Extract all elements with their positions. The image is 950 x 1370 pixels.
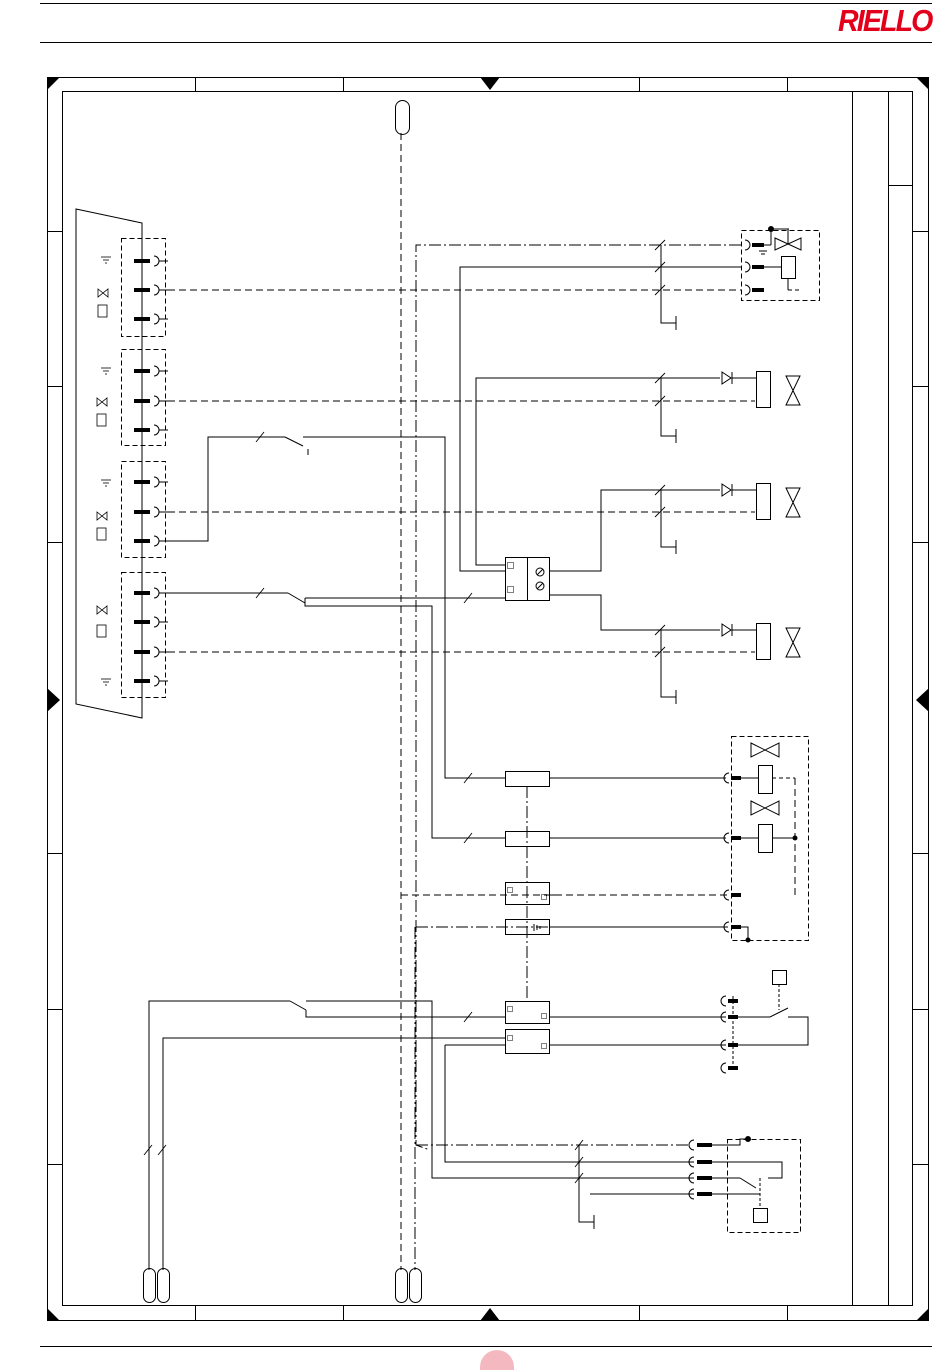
bottom-switch-unit bbox=[689, 1137, 801, 1233]
centre-dashed-cable bbox=[168, 133, 795, 1270]
plug-pins bbox=[134, 256, 168, 686]
drawing-frame bbox=[47, 77, 929, 1321]
top-cable-head bbox=[396, 101, 410, 135]
diode-valve-units bbox=[722, 372, 800, 660]
cable-slash-marks bbox=[144, 240, 665, 1183]
solid-wiring bbox=[149, 245, 741, 1270]
pressure-switch-unit bbox=[721, 971, 808, 1074]
earth-dashdot-line bbox=[416, 245, 741, 1150]
terminal-blocks bbox=[506, 558, 550, 1054]
valve-unit-1 bbox=[742, 227, 820, 301]
bottom-cable-heads bbox=[144, 1269, 422, 1303]
plug-connector-groups bbox=[122, 239, 166, 698]
plug-symbols bbox=[97, 257, 111, 685]
main-plug bbox=[76, 209, 142, 718]
double-valve-unit bbox=[724, 737, 809, 943]
